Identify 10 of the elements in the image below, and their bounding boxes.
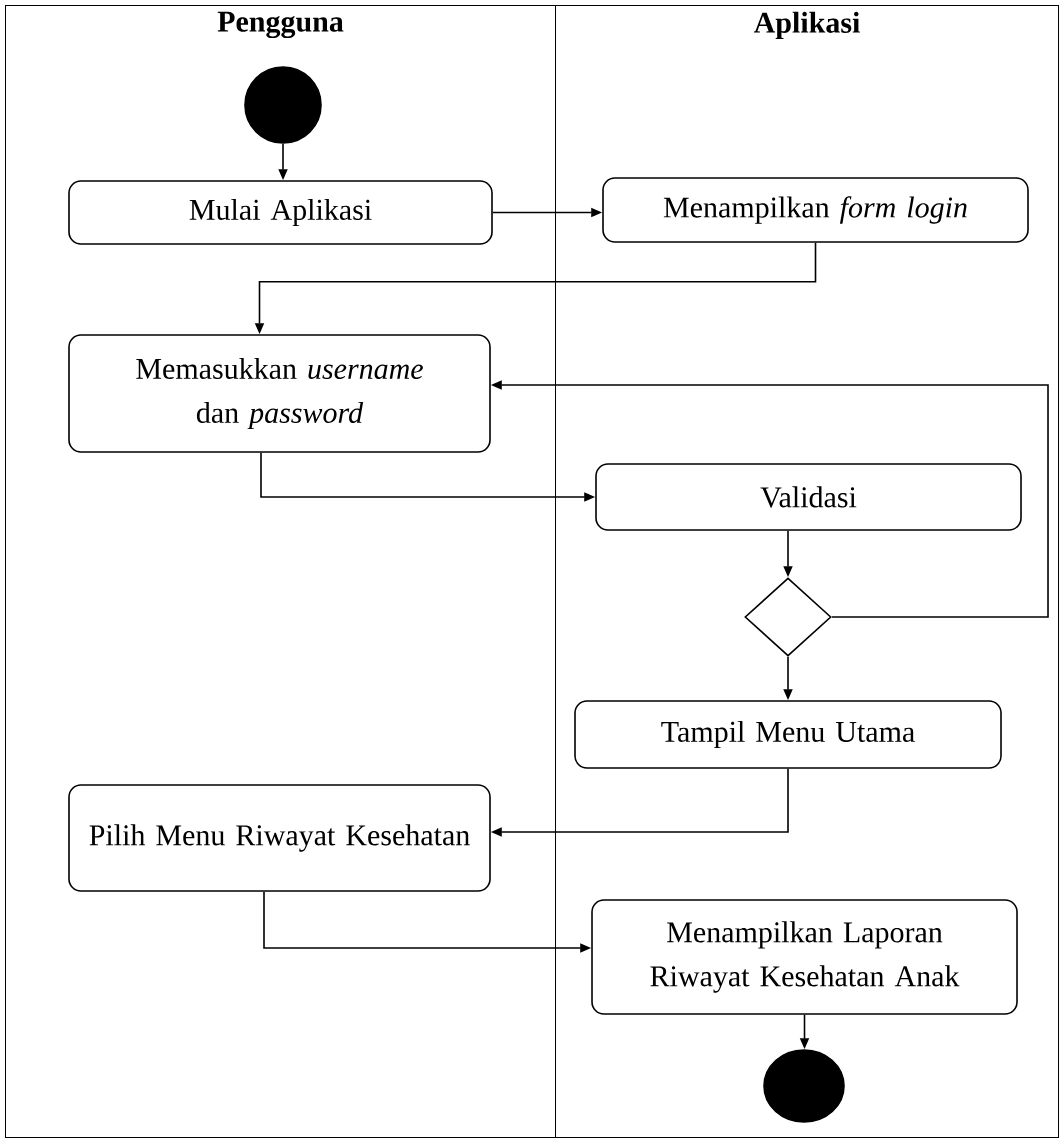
activity-box: Mulai Aplikasi	[68, 180, 493, 245]
activity-box: Menampilkan form login	[602, 177, 1029, 243]
activity-box: Memasukkan username dan password	[68, 334, 491, 453]
end-node	[763, 1049, 845, 1123]
activity-box: Pilih Menu Riwayat Kesehatan	[68, 784, 491, 892]
activity-box: Menampilkan Laporan Riwayat Kesehatan Anak	[591, 899, 1018, 1015]
start-node	[244, 66, 322, 144]
activity-box: Tampil Menu Utama	[574, 700, 1002, 769]
activity-box: Validasi	[595, 463, 1022, 531]
decision-diamond	[744, 577, 832, 657]
